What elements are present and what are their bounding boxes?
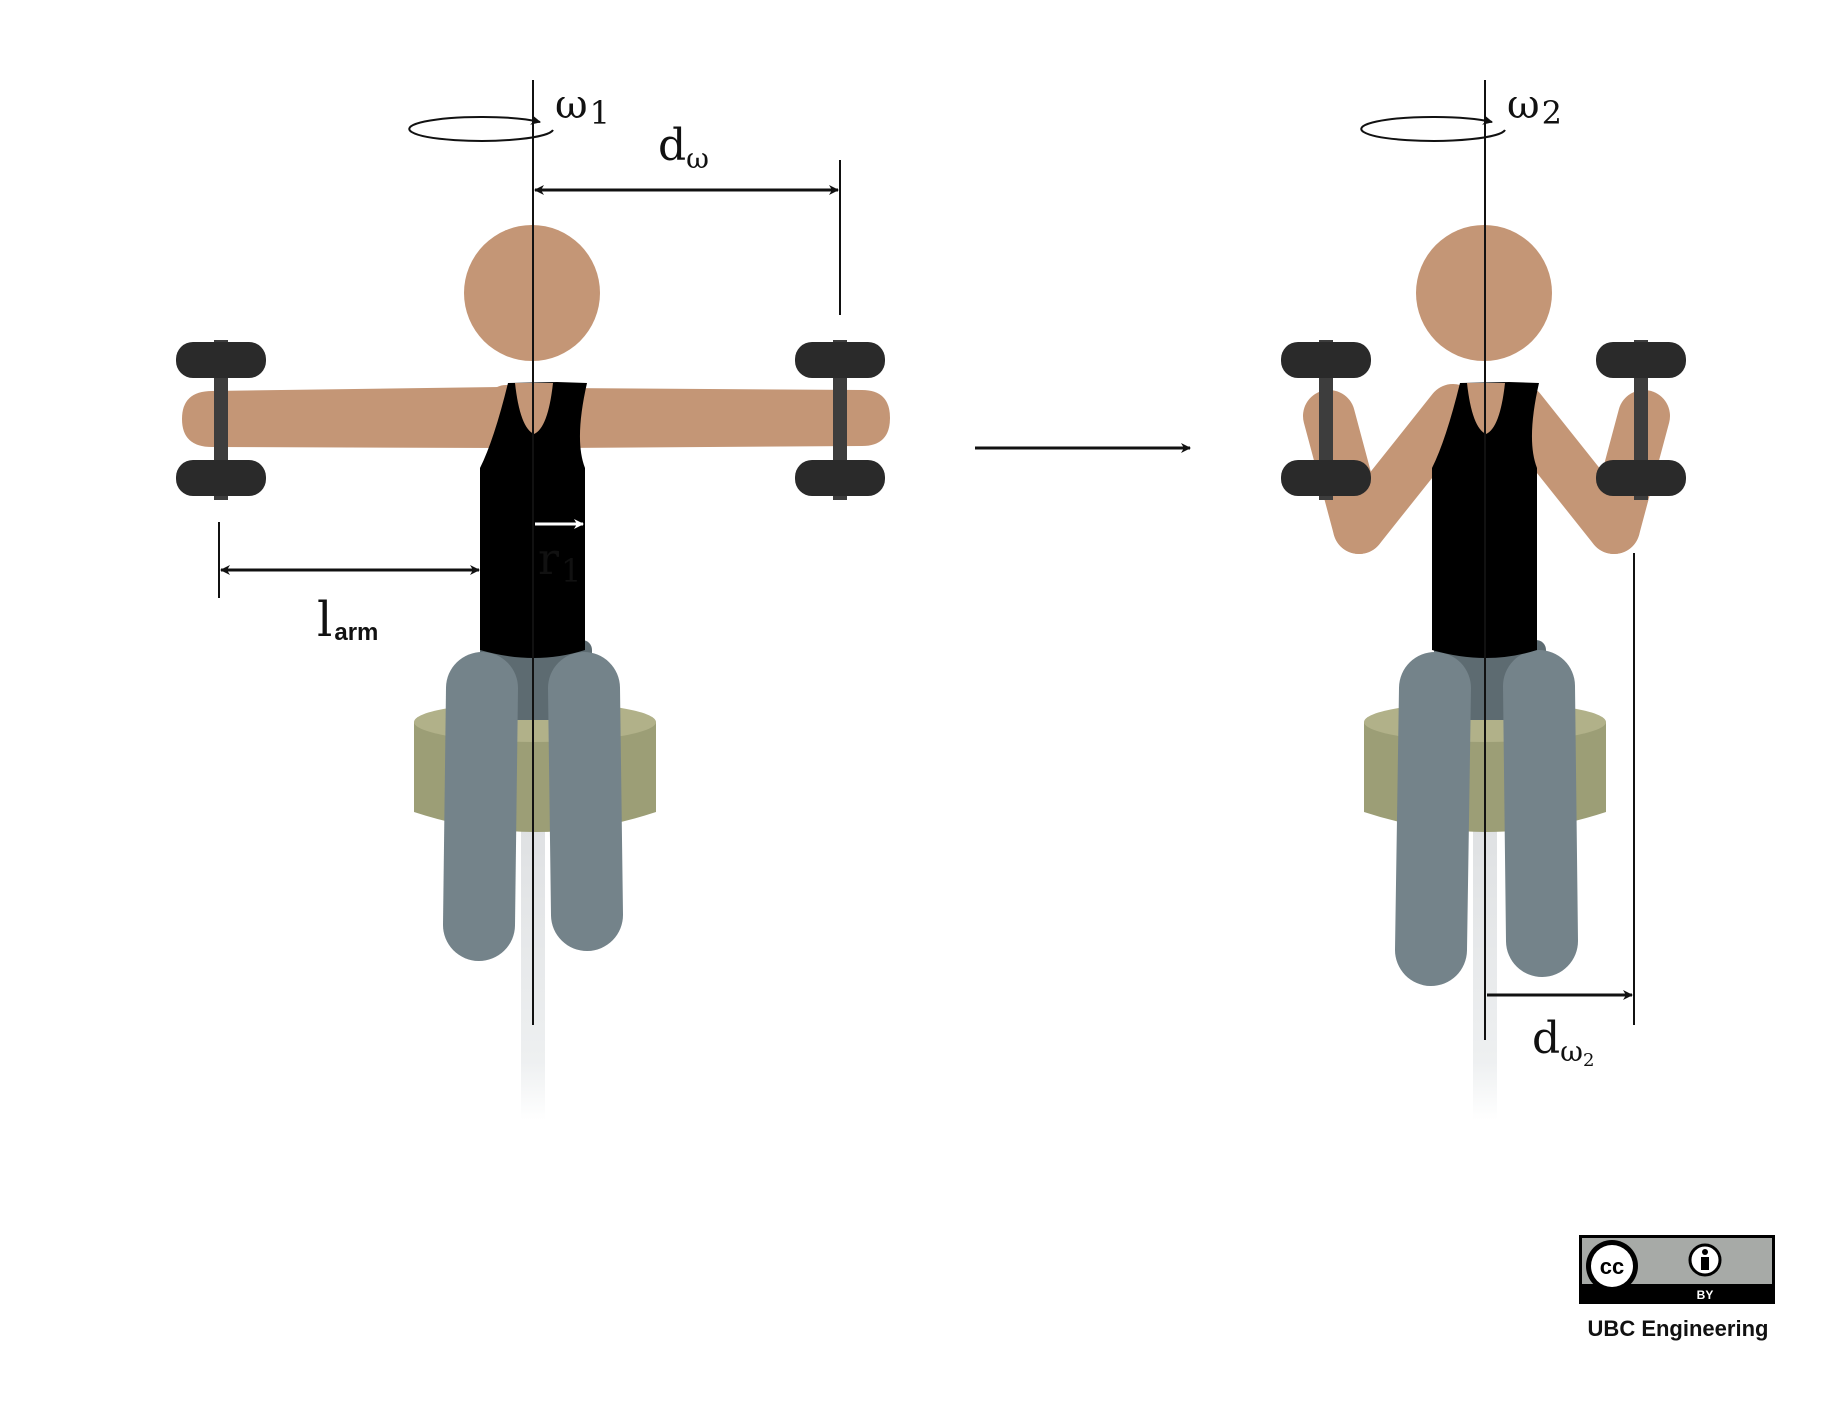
left-dumbbell: [1281, 340, 1371, 500]
left-dumbbell: [176, 340, 266, 500]
right-dumbbell: [1596, 340, 1686, 500]
by-text: BY: [1697, 1288, 1714, 1302]
figure-arms-extended: ω1 dω r1 larm: [176, 80, 890, 1120]
right-arm: [560, 388, 890, 448]
left-leg: [1395, 652, 1471, 986]
right-leg: [548, 652, 623, 951]
right-leg: [1503, 650, 1578, 977]
r1-label: r1: [538, 534, 581, 590]
d-omega2-label: dω2: [1532, 1013, 1594, 1071]
cc-text: cc: [1600, 1254, 1624, 1279]
rotation-arrow-1: [408, 115, 554, 142]
omega2-label: ω2: [1507, 82, 1562, 132]
figure-arms-retracted: ω2 dω2: [1281, 80, 1686, 1120]
rotation-arrow-2: [1360, 115, 1506, 142]
omega1-label: ω1: [555, 82, 610, 132]
person-icon: [1688, 1243, 1722, 1277]
d-omega-label: dω: [658, 120, 709, 175]
license-badge: cc BY UBC Engineering: [1579, 1235, 1775, 1341]
left-arm: [182, 387, 500, 448]
left-leg: [443, 652, 518, 961]
right-dumbbell: [795, 340, 885, 500]
credit-text: UBC Engineering: [1588, 1316, 1769, 1341]
l-arm-label: larm: [317, 592, 378, 648]
